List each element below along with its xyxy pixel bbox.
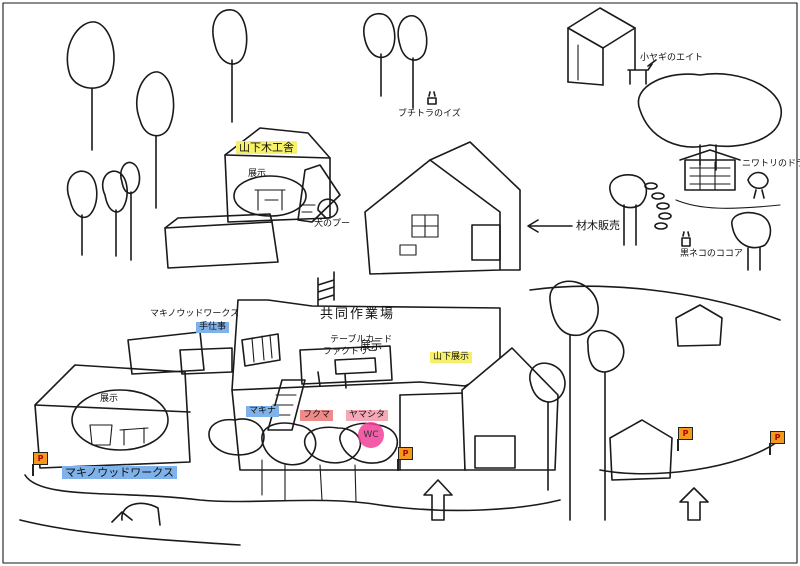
parking-sign-far-right: P xyxy=(769,431,785,455)
road-bottom-edge xyxy=(19,519,241,546)
lumber-arrow-icon xyxy=(527,219,573,233)
road-right xyxy=(529,285,781,321)
houses-bottom-right xyxy=(609,304,723,481)
tree-group-right xyxy=(609,174,781,271)
label-yamashita-display: 山下展示 xyxy=(430,352,473,363)
parking-sign-right: P xyxy=(677,427,693,451)
label-maki-woodworks-top-sub: 手仕事 xyxy=(196,322,230,333)
label-tsukuru: フクマ xyxy=(300,410,334,421)
label-goat: 小ヤギのエイト xyxy=(640,53,704,63)
label-display-main: 展示 xyxy=(360,339,382,352)
chicken-icon xyxy=(747,171,769,199)
big-tree-right xyxy=(637,73,783,171)
up-arrow-icon-center xyxy=(423,479,453,521)
cat-right-icon xyxy=(681,231,691,247)
cat-top-icon xyxy=(427,91,437,105)
bushes-bottom xyxy=(208,418,399,503)
goat-shed xyxy=(567,7,636,86)
center-right-house xyxy=(461,347,559,471)
up-arrow-icon-right xyxy=(679,487,709,521)
stepping-stones xyxy=(644,182,672,230)
parking-sign-center: P xyxy=(397,447,413,471)
small-shed-left xyxy=(164,213,279,269)
label-chicken: ニワトリのドラゴン xyxy=(742,159,800,169)
label-dog: 犬のプー xyxy=(314,219,351,229)
parking-sign-left: P xyxy=(32,452,48,476)
label-yamashita-small: ヤマシタ xyxy=(346,410,389,421)
label-maki-woodworks-bottom: マキノウッドワークス xyxy=(62,466,177,479)
dog-icon xyxy=(317,198,339,219)
lumber-house xyxy=(364,141,521,275)
label-display-left: 展示 xyxy=(100,394,119,404)
wc-marker: WC xyxy=(358,422,384,448)
tree-group-left xyxy=(66,21,175,261)
label-cat-top: ブチトラのイズ xyxy=(398,109,461,119)
label-main-workshop: 共同作業場 xyxy=(320,307,396,322)
road-curve-right xyxy=(599,439,781,475)
label-makina: マキナ xyxy=(246,406,280,417)
label-table-factory-2: ファクトリー xyxy=(323,347,378,357)
road-bottom xyxy=(24,474,561,512)
connector-building xyxy=(127,331,205,375)
tree-group-top-middle xyxy=(212,9,428,123)
label-lumber-sales: 材木販売 xyxy=(576,219,620,232)
display-building-left xyxy=(34,364,191,469)
label-table-factory-1: テーブルカード xyxy=(330,335,393,345)
chicken-coop xyxy=(679,149,741,191)
label-yamashita-workshop: 山下木工舎 xyxy=(236,141,297,154)
goat-icon xyxy=(627,59,657,85)
label-maki-woodworks-top: マキノウッドワークス xyxy=(150,309,240,319)
turn-arrow-icon xyxy=(111,502,161,526)
label-display-topbuilding: 展示 xyxy=(248,169,267,179)
outdoor-stairs xyxy=(317,271,335,306)
small-roof-building xyxy=(179,347,233,375)
label-cat-right: 黒ネコのココア xyxy=(680,249,743,259)
tree-group-bottom-right xyxy=(529,280,625,521)
